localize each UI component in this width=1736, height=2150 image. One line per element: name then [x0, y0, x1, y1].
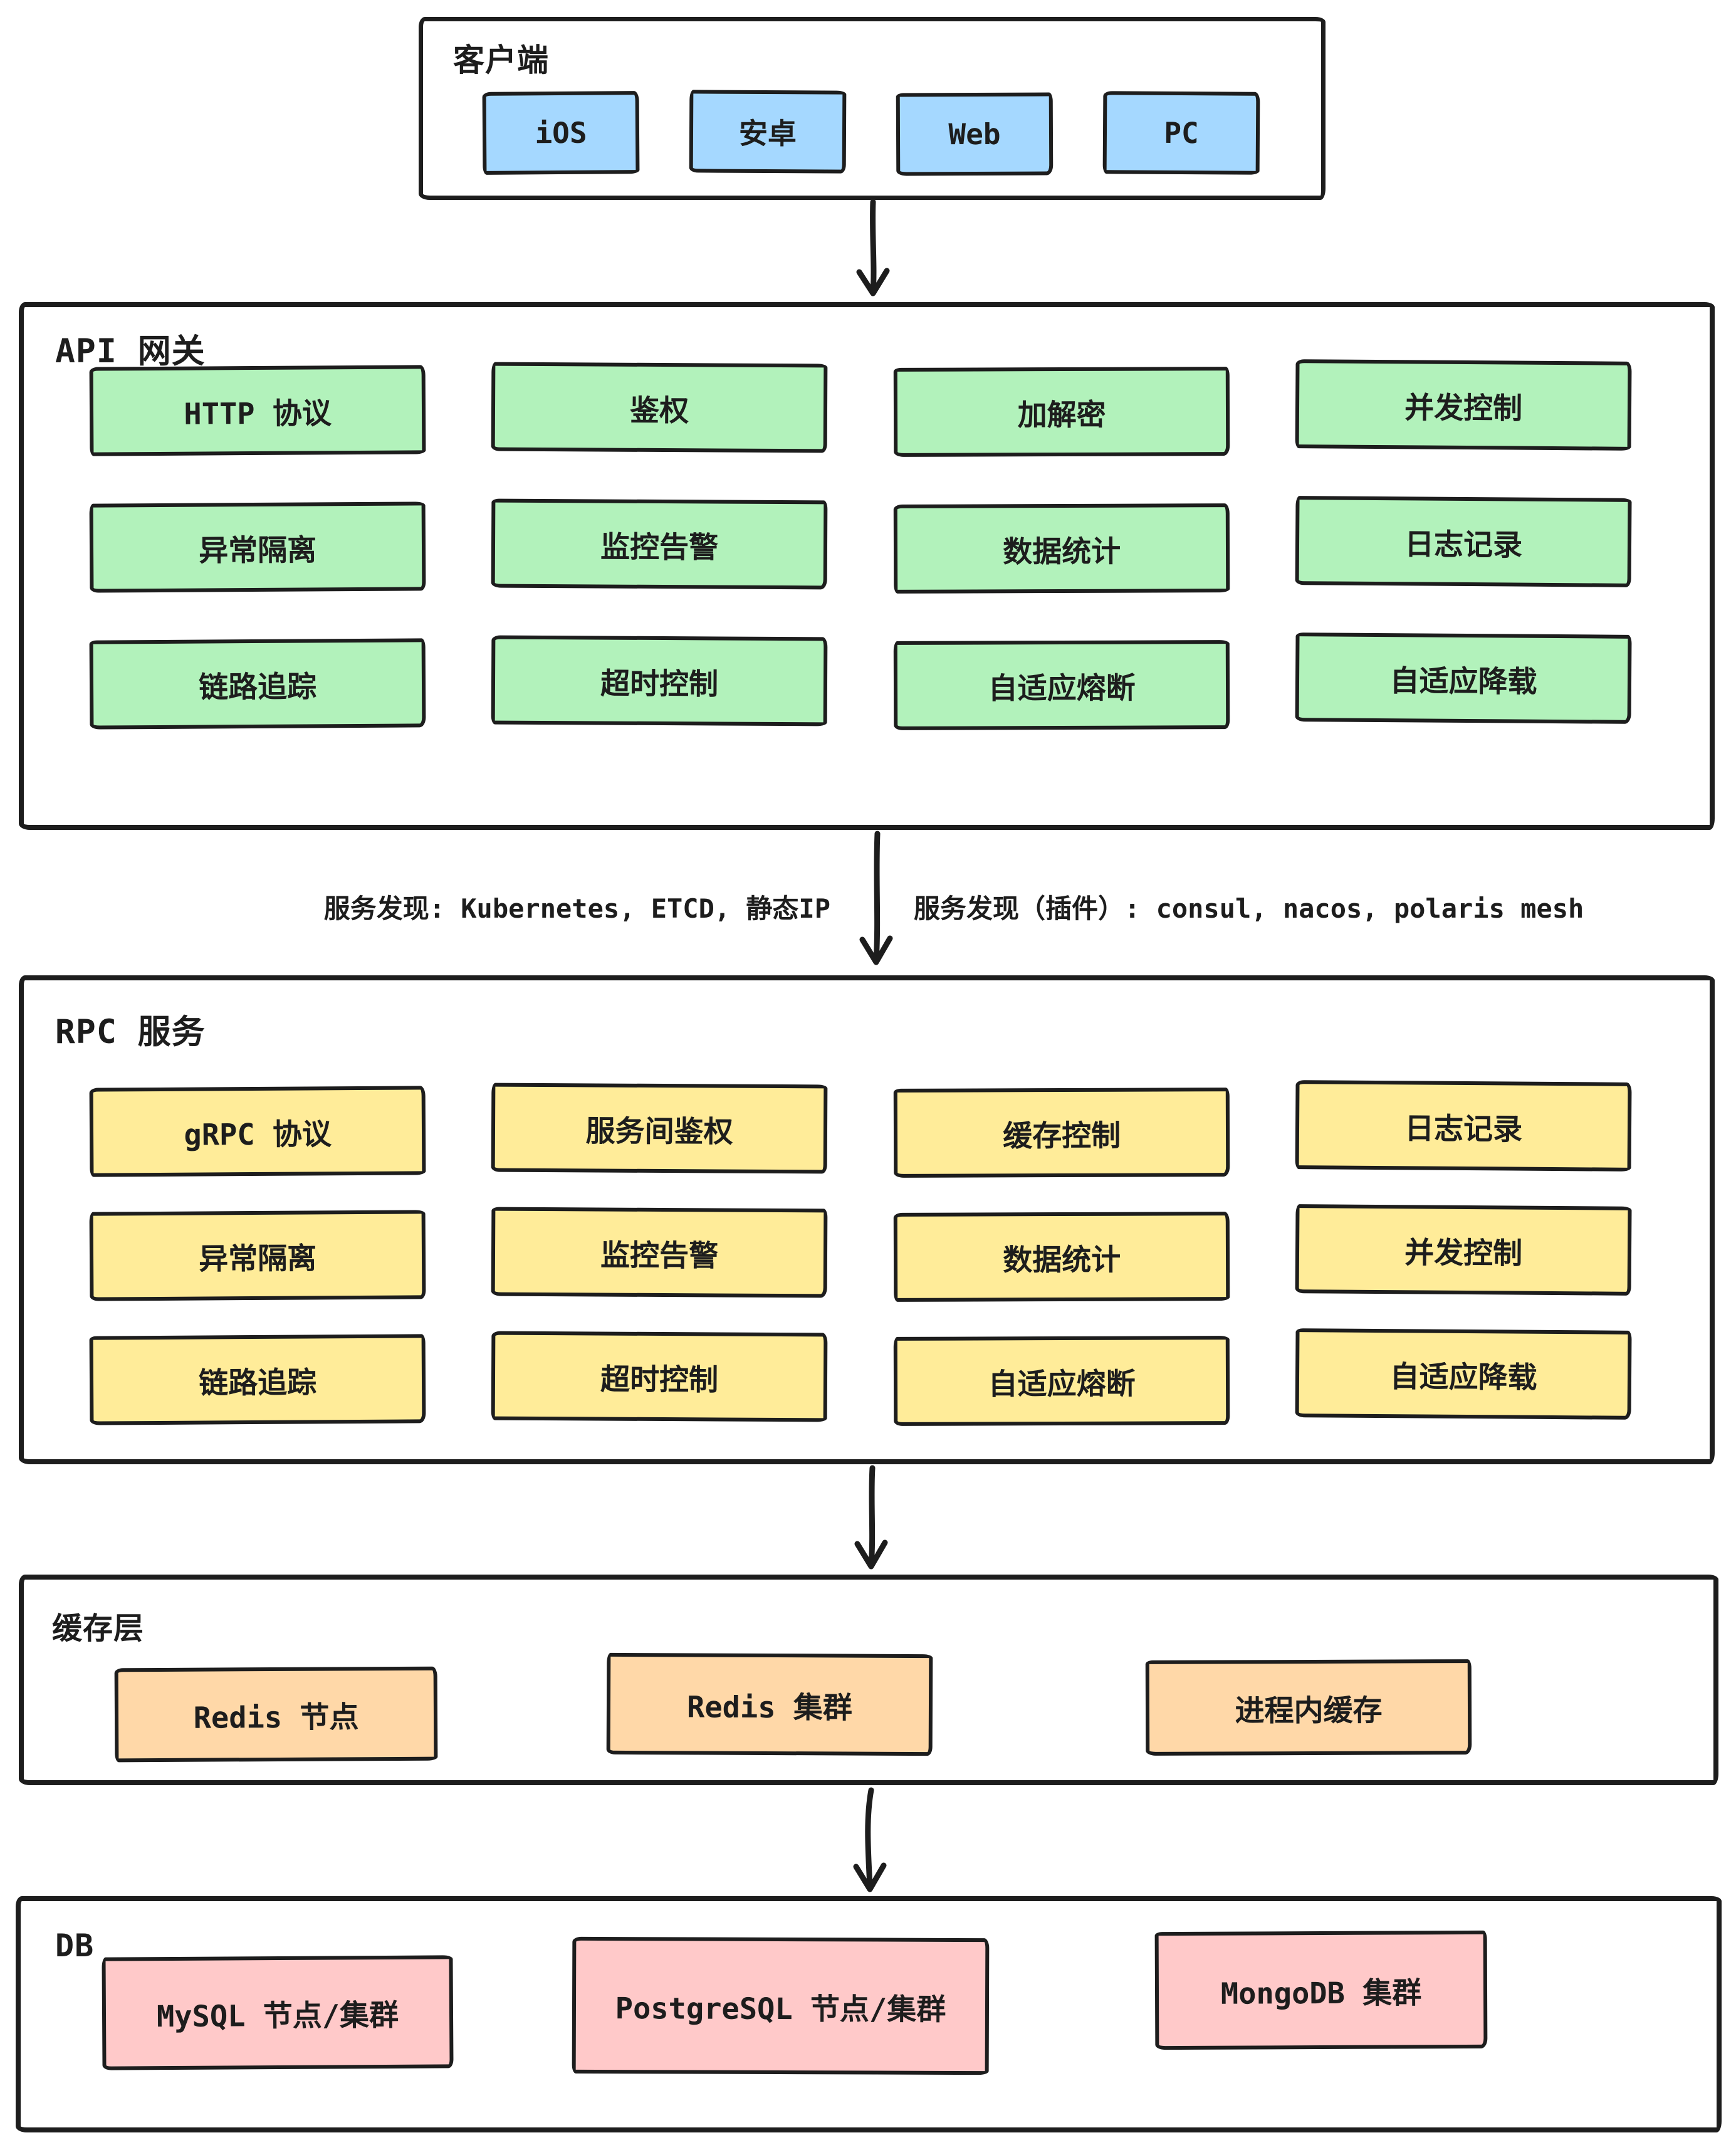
arrow-client-to-gateway: [856, 199, 890, 296]
api-node-data-stats: 数据统计: [893, 503, 1230, 594]
api-node-encryption: 加解密: [893, 367, 1230, 457]
rpc-node-adaptive-circuit-break: 自适应熔断: [893, 1336, 1230, 1426]
arrow-rpc-to-cache: [854, 1465, 888, 1570]
rpc-service-feature-grid: gRPC 协议 服务间鉴权 缓存控制 日志记录 异常隔离 监控告警 数据统计 并…: [89, 1080, 1632, 1426]
api-node-trace: 链路追踪: [89, 638, 426, 730]
client-section: 客户端 iOS 安卓 Web PC: [419, 17, 1326, 200]
rpc-node-grpc-protocol: gRPC 协议: [89, 1086, 426, 1177]
api-node-timeout-control: 超时控制: [491, 635, 828, 726]
api-node-logging: 日志记录: [1295, 496, 1632, 587]
api-node-fault-isolation: 异常隔离: [89, 501, 426, 593]
rpc-node-cache-control: 缓存控制: [893, 1088, 1230, 1178]
client-node-android: 安卓: [689, 90, 847, 174]
rpc-service-section-title: RPC 服务: [55, 1013, 206, 1051]
cache-node-redis-single: Redis 节点: [114, 1666, 438, 1763]
api-node-adaptive-circuit-break: 自适应熔断: [893, 640, 1230, 730]
service-discovery-label-left: 服务发现: Kubernetes, ETCD, 静态IP: [323, 893, 830, 924]
api-node-concurrency-control: 并发控制: [1295, 359, 1632, 451]
db-section-title: DB: [55, 1927, 95, 1964]
client-section-title: 客户端: [453, 42, 549, 78]
client-node-ios: iOS: [482, 91, 640, 175]
rpc-service-section: RPC 服务 gRPC 协议 服务间鉴权 缓存控制 日志记录 异常隔离 监控告警…: [19, 975, 1715, 1464]
rpc-node-trace: 链路追踪: [89, 1334, 426, 1425]
db-node-mongodb: MongoDB 集群: [1154, 1930, 1488, 2050]
db-section: DB MySQL 节点/集群 PostgreSQL 节点/集群 MongoDB …: [16, 1896, 1722, 2132]
cache-node-in-process-cache: 进程内缓存: [1145, 1659, 1472, 1756]
cache-layer-section-title: 缓存层: [52, 1611, 145, 1646]
api-gateway-section-title: API 网关: [55, 332, 206, 370]
db-node-mysql: MySQL 节点/集群: [102, 1955, 454, 2070]
api-gateway-feature-grid: HTTP 协议 鉴权 加解密 并发控制 异常隔离 监控告警 数据统计 日志记录 …: [89, 359, 1632, 730]
api-gateway-section: API 网关 HTTP 协议 鉴权 加解密 并发控制 异常隔离 监控告警 数据统…: [19, 302, 1715, 830]
rpc-node-adaptive-load-shed: 自适应降载: [1295, 1328, 1632, 1420]
rpc-node-data-stats: 数据统计: [893, 1212, 1230, 1302]
api-node-monitor-alert: 监控告警: [491, 498, 828, 590]
api-node-auth: 鉴权: [491, 362, 828, 453]
arrow-gateway-to-rpc: [859, 831, 893, 965]
rpc-node-timeout-control: 超时控制: [491, 1331, 828, 1422]
rpc-node-inter-service-auth: 服务间鉴权: [491, 1083, 828, 1174]
rpc-node-monitor-alert: 监控告警: [491, 1207, 828, 1298]
service-discovery-label-right: 服务发现（插件）: consul, nacos, polaris mesh: [914, 893, 1584, 924]
rpc-node-concurrency-control: 并发控制: [1295, 1204, 1632, 1296]
api-node-adaptive-load-shed: 自适应降载: [1295, 632, 1632, 724]
rpc-node-fault-isolation: 异常隔离: [89, 1210, 426, 1301]
api-node-http-protocol: HTTP 协议: [89, 365, 426, 456]
cache-node-redis-cluster: Redis 集群: [606, 1652, 933, 1756]
client-node-pc: PC: [1102, 91, 1260, 175]
client-node-row: iOS 安卓 Web PC: [482, 90, 1260, 176]
arrow-cache-to-db: [853, 1787, 887, 1892]
cache-layer-section: 缓存层 Redis 节点 Redis 集群 进程内缓存: [19, 1575, 1718, 1785]
db-node-postgresql: PostgreSQL 节点/集群: [572, 1936, 990, 2075]
client-node-web: Web: [896, 92, 1054, 176]
rpc-node-logging: 日志记录: [1295, 1080, 1632, 1172]
